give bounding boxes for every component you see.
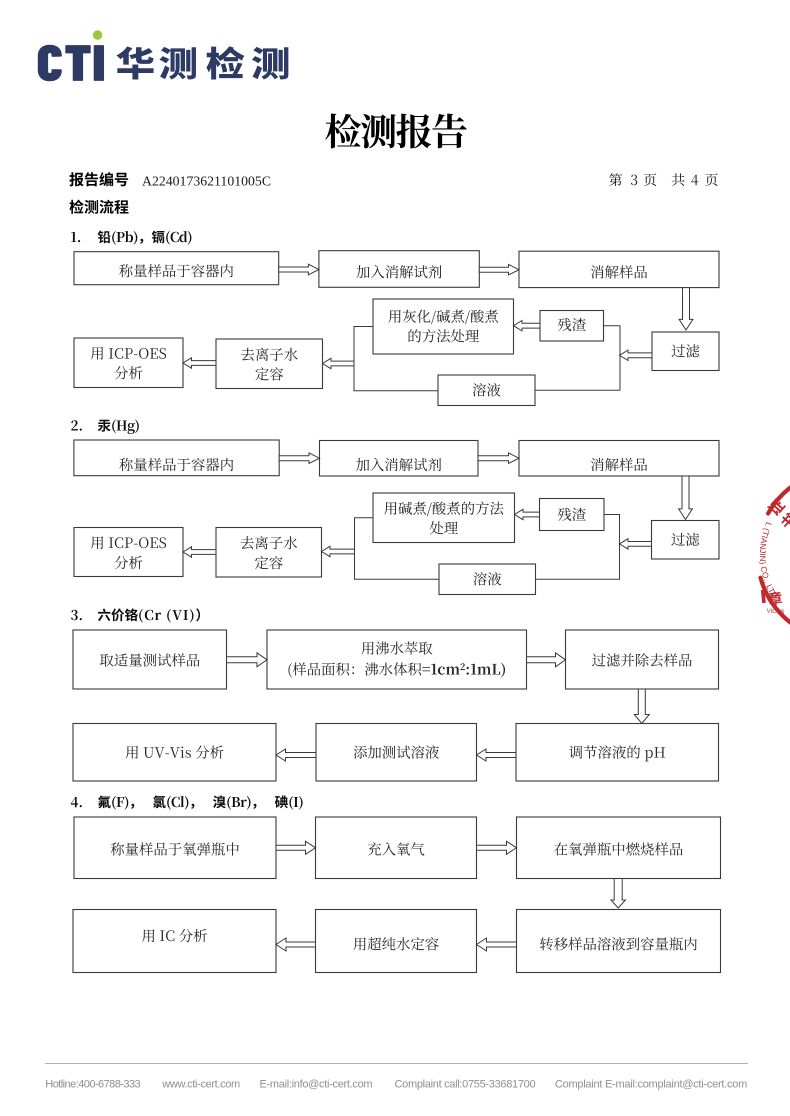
svg-text:www.cti-cert.com: www.cti-cert.com bbox=[161, 1079, 240, 1091]
svg-text:VICES: VICES bbox=[766, 609, 784, 616]
svg-text:Hotline:400-6788-333: Hotline:400-6788-333 bbox=[45, 1079, 140, 1091]
svg-text:A2240173621101005C: A2240173621101005C bbox=[142, 173, 271, 188]
svg-text:E-mail:info@cti-cert.com: E-mail:info@cti-cert.com bbox=[260, 1079, 373, 1091]
svg-text:Complaint call:0755-33681700: Complaint call:0755-33681700 bbox=[395, 1079, 536, 1091]
svg-text:Complaint E-mail:complaint@cti: Complaint E-mail:complaint@cti-cert.com bbox=[555, 1079, 747, 1091]
